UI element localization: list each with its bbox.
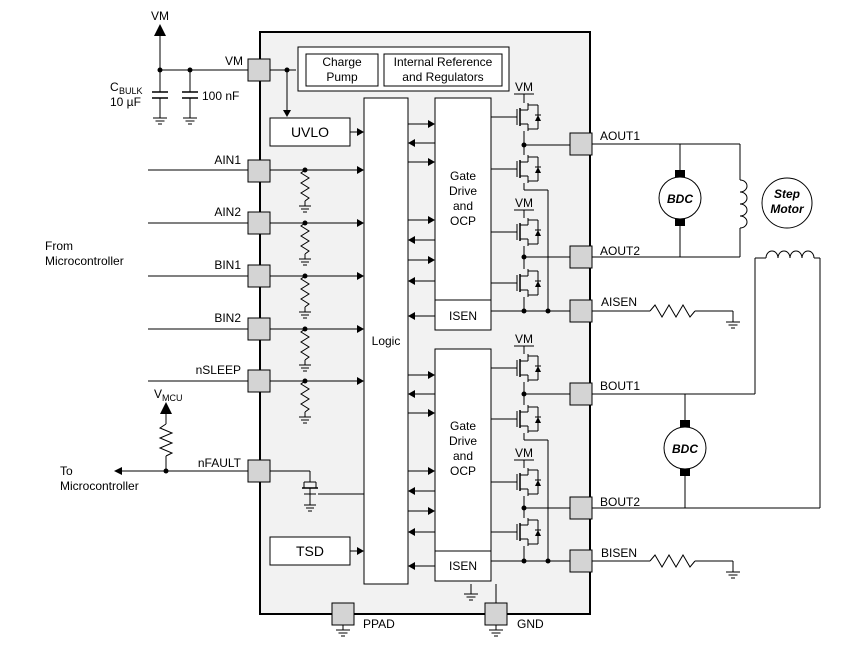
vm-supply-label: VM [151,9,169,23]
pin-bout2: BOUT2 [569,495,640,520]
pin-ppad-label: PPAD [363,617,395,631]
charge-pump-block [305,53,379,87]
isen-a-label: ISEN [449,309,477,323]
pin-gnd: GND [463,584,544,637]
bdc-motor-a: BDC [658,170,702,226]
bdc-motor-a-label: BDC [667,192,693,206]
isen-b-label: ISEN [449,559,477,573]
pin-aout1: AOUT1 [569,129,640,156]
gate-drive-b-label-3: and [453,449,473,463]
gate-drive-b-label-2: Drive [449,434,477,448]
from-mcu-label-2: Microcontroller [45,254,124,268]
logic-label: Logic [372,334,401,348]
motor-a-wiring [592,143,741,258]
tsd-block [269,536,351,566]
step-motor-label-1: Step [774,187,800,201]
pin-bisen-label: BISEN [601,546,637,560]
fet-b-vm-label-2: VM [515,446,533,460]
gate-drive-a-label-4: OCP [450,214,476,228]
to-mcu-label-2: Microcontroller [60,479,139,493]
vmcu-label: V [154,387,162,401]
step-motor-coil-a [739,179,748,229]
pin-aout1-label: AOUT1 [600,129,640,143]
uvlo-block [269,117,351,147]
cbulk-value: 10 µF [110,95,141,109]
decoupling-capacitor: 100 nF [182,70,239,125]
internal-reference-label-1: Internal Reference [394,55,493,69]
gate-drive-b-label-1: Gate [450,419,476,433]
pin-nsleep: nSLEEP [196,363,271,393]
pin-ain2-label: AIN2 [214,205,241,219]
pin-aisen-label: AISEN [601,295,637,309]
fet-b-vm-label-1: VM [515,332,533,346]
cbulk-label: C [110,80,119,94]
vmcu-subscript: MCU [162,393,183,403]
pin-bout2-label: BOUT2 [600,495,640,509]
pin-bin2-label: BIN2 [214,311,241,325]
pin-bin1: BIN1 [214,258,271,288]
pin-nsleep-label: nSLEEP [196,363,241,377]
nfault-open-drain [270,470,364,512]
pin-bin1-label: BIN1 [214,258,241,272]
pin-aout2: AOUT2 [569,244,640,269]
motor-b-wiring [592,393,820,509]
vmcu-pullup: V MCU [114,387,248,475]
charge-pump-label-2: Pump [326,70,358,84]
charge-pump-label-1: Charge [322,55,362,69]
decoupling-cap-value: 100 nF [202,89,239,103]
internal-reference-label-2: and Regulators [402,70,483,84]
bdc-motor-b-label: BDC [672,442,698,456]
gate-drive-a-label-1: Gate [450,169,476,183]
step-motor: Step Motor [761,177,813,229]
pin-aisen: AISEN [569,295,637,323]
logic-gate-drive-a-arrows [408,120,435,320]
tsd-label: TSD [296,543,324,559]
pin-vm-label: VM [225,54,243,68]
pin-ppad: PPAD [331,602,395,637]
pin-ain1-label: AIN1 [214,153,241,167]
pin-vm: VM [225,54,271,82]
step-motor-coil-b [754,250,821,508]
gate-drive-a-block [434,97,492,301]
bdc-motor-b: BDC [663,420,707,476]
gate-drive-a-label-2: Drive [449,184,477,198]
vm-supply: VM [151,9,248,73]
pin-gnd-label: GND [517,617,544,631]
pin-ain1: AIN1 [214,153,271,183]
input-lines [148,166,364,424]
cbulk-subscript: BULK [119,86,143,96]
bisen-sense-resistor [592,554,741,579]
from-mcu-label-1: From [45,239,73,253]
gate-drive-b-block [434,348,492,552]
pin-aout2-label: AOUT2 [600,244,640,258]
pin-bisen: BISEN [569,546,637,573]
isen-a-block [434,299,492,331]
h-bridge-a: VM VM [491,80,580,314]
cbulk-capacitor: C BULK 10 µF [110,70,168,125]
uvlo-label: UVLO [291,124,329,140]
fet-a-vm-label-1: VM [515,80,533,94]
gate-drive-a-label-3: and [453,199,473,213]
to-mcu-label-1: To [60,464,73,478]
logic-block [363,97,409,585]
fet-a-vm-label-2: VM [515,196,533,210]
step-motor-label-2: Motor [770,202,805,216]
aisen-sense-resistor [592,304,741,329]
pin-nfault-label: nFAULT [198,456,242,470]
gate-drive-b-label-4: OCP [450,464,476,478]
pin-nfault: nFAULT [198,456,271,483]
internal-reference-block [383,53,503,87]
logic-gate-drive-b-arrows [408,371,435,570]
pin-bout1: BOUT1 [569,379,640,406]
pin-bout1-label: BOUT1 [600,379,640,393]
